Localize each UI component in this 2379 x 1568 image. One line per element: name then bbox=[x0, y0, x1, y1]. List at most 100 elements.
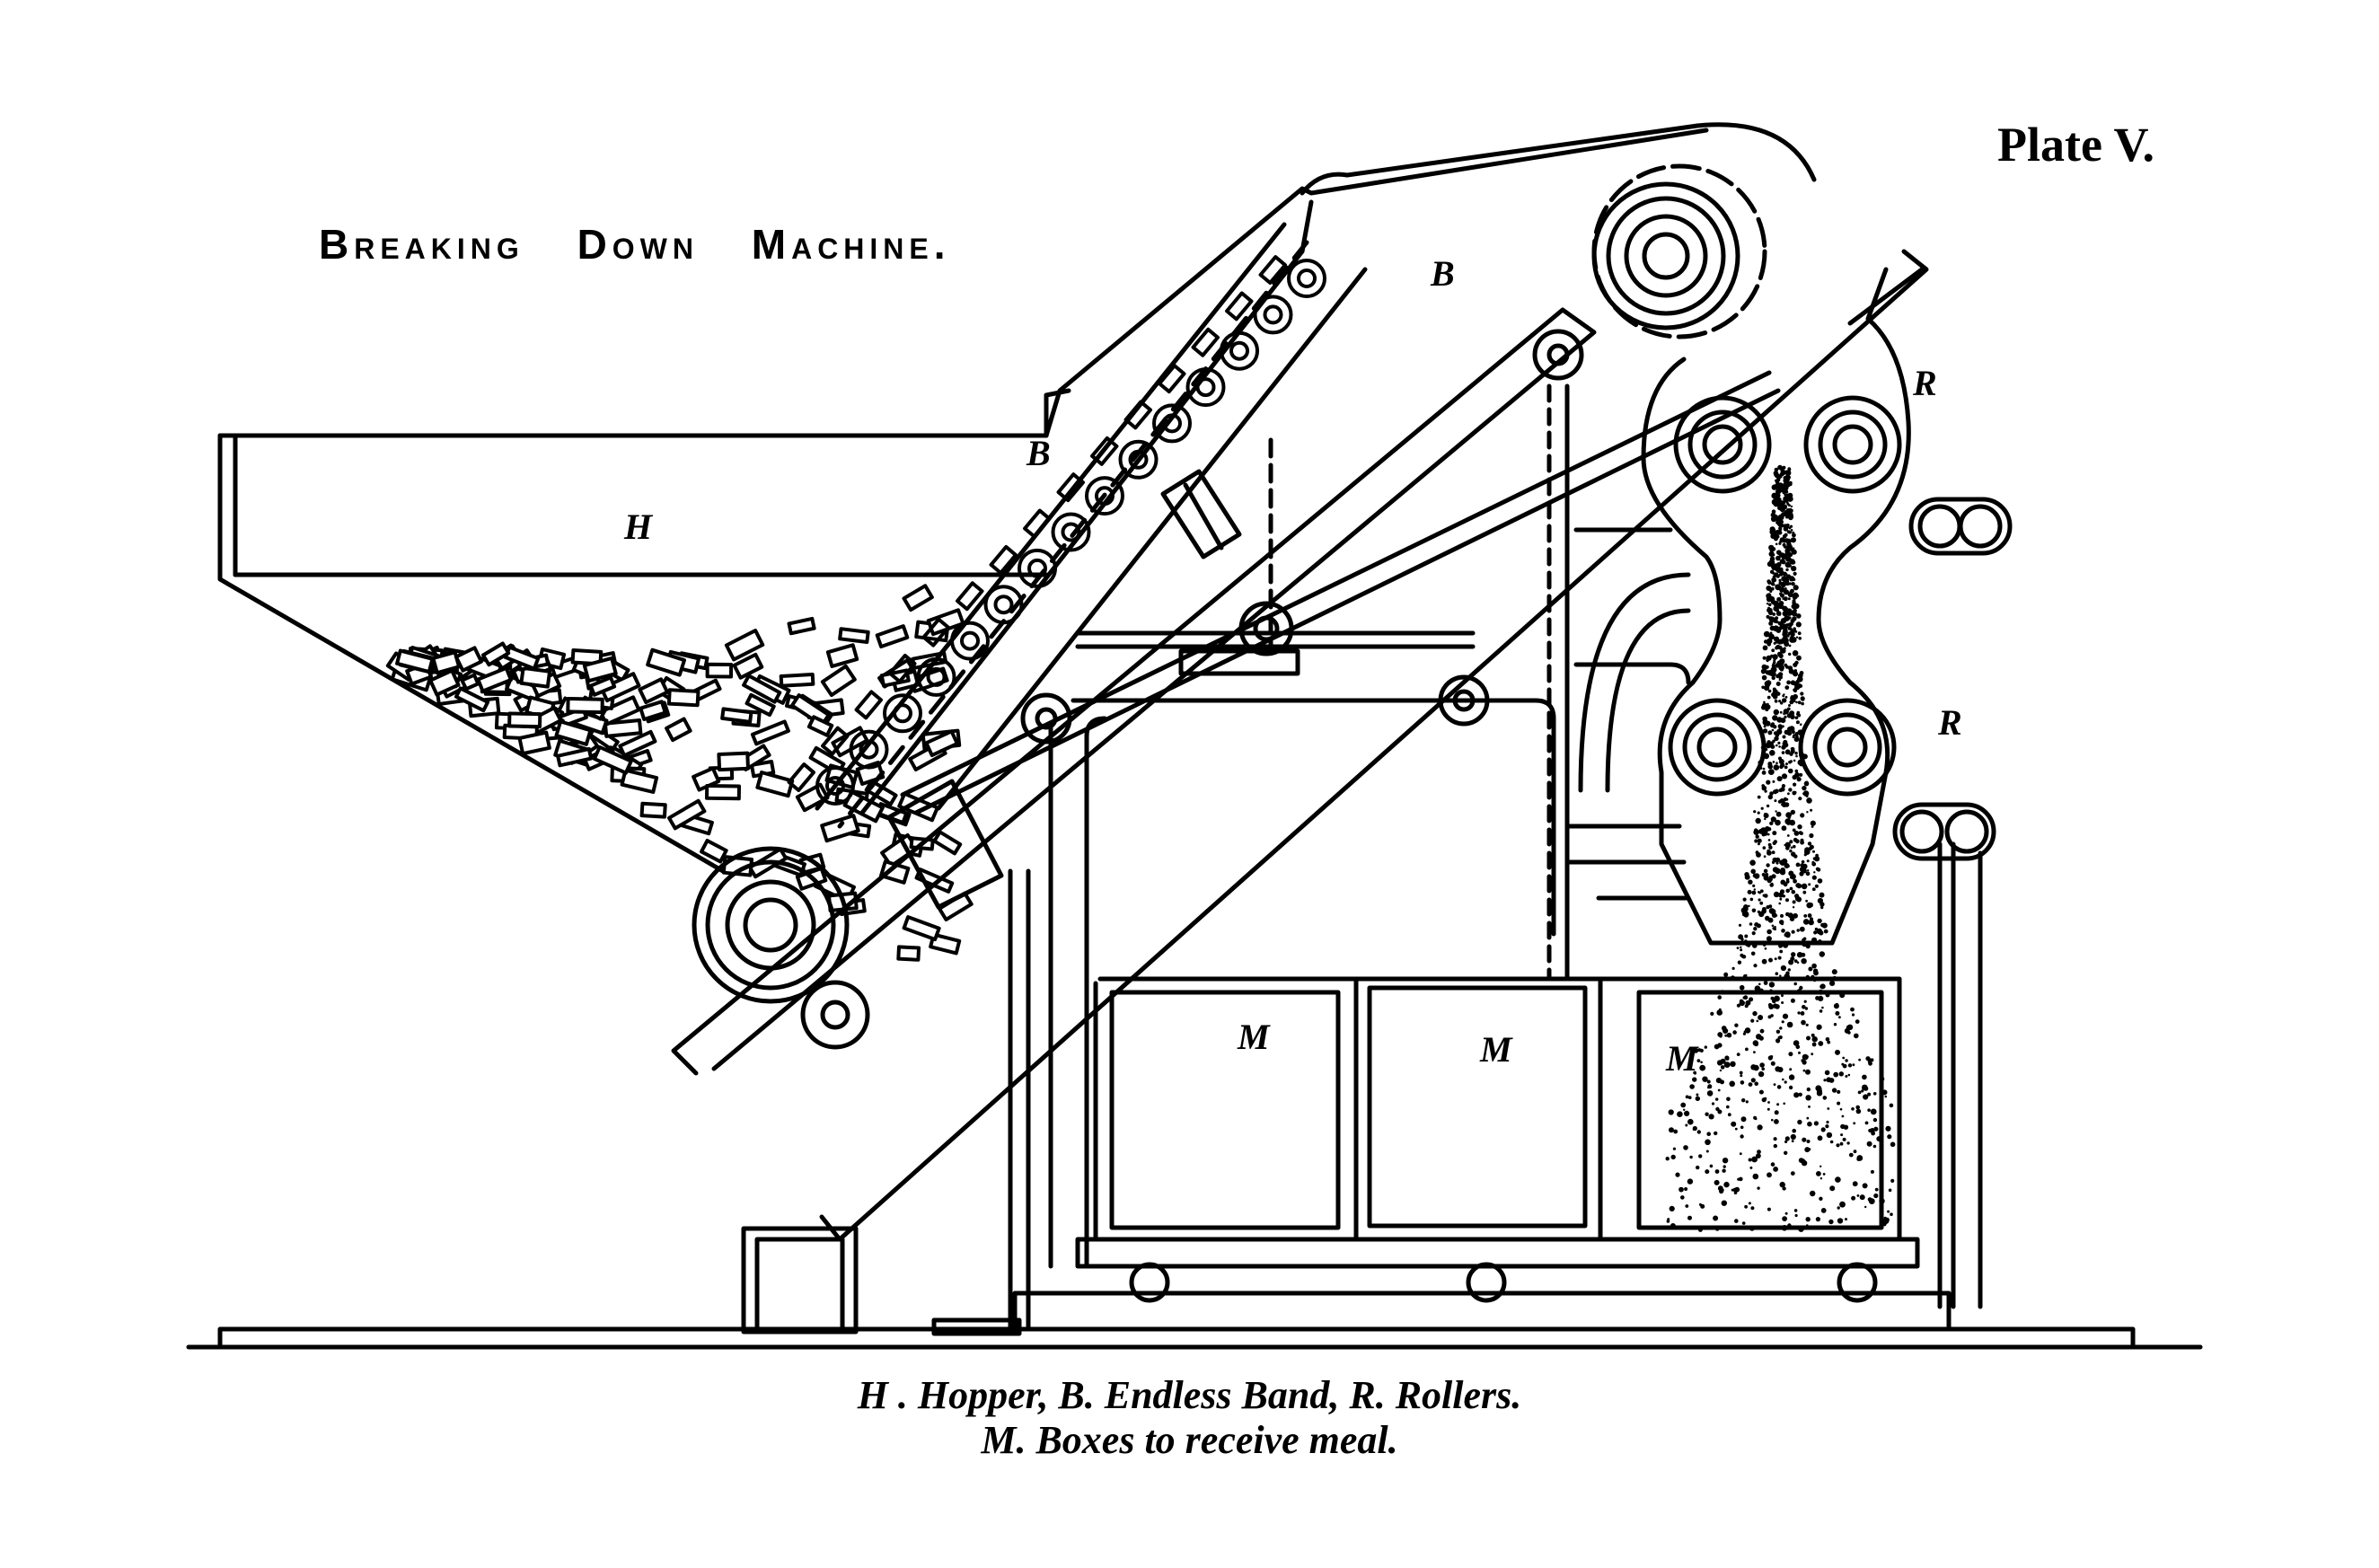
brick bbox=[507, 711, 542, 729]
meal-grain bbox=[1785, 762, 1788, 766]
meal-grain bbox=[1738, 923, 1742, 927]
meal-grain bbox=[1753, 1064, 1759, 1071]
meal-grain bbox=[1800, 1011, 1805, 1016]
meal-grain bbox=[1752, 943, 1758, 948]
meal-grain bbox=[1738, 934, 1743, 940]
meal-grain bbox=[1789, 849, 1793, 853]
brick bbox=[517, 730, 551, 756]
meal-grain bbox=[1767, 1101, 1770, 1104]
meal-grain bbox=[1829, 1185, 1836, 1192]
meal-grain bbox=[1774, 699, 1778, 703]
meal-grain bbox=[1670, 1154, 1676, 1160]
meal-grain bbox=[1788, 530, 1792, 534]
meal-grain bbox=[1811, 875, 1817, 880]
meal-grain bbox=[1787, 597, 1791, 601]
meal-grain bbox=[1811, 1033, 1815, 1037]
brick bbox=[755, 771, 795, 798]
meal-grain bbox=[1787, 557, 1791, 560]
meal-grain bbox=[1779, 920, 1784, 925]
meal-grain bbox=[1767, 689, 1772, 693]
meal-grain bbox=[1823, 929, 1828, 934]
meal-grain bbox=[1700, 1061, 1703, 1064]
brick bbox=[924, 729, 959, 758]
meal-grain bbox=[1758, 1015, 1764, 1020]
meal-grain bbox=[1803, 1000, 1807, 1003]
meal-grain bbox=[1813, 871, 1816, 874]
meal-grain bbox=[1773, 625, 1779, 632]
band-link-roller bbox=[883, 693, 922, 734]
meal-grain bbox=[1781, 576, 1787, 582]
meal-grain bbox=[1757, 838, 1762, 843]
meal-grain bbox=[1788, 616, 1792, 620]
label-rollers-upper: R bbox=[1912, 363, 1937, 403]
meal-grain bbox=[1777, 728, 1782, 733]
meal-grain bbox=[1736, 1003, 1740, 1008]
meal-grain bbox=[1784, 749, 1791, 755]
meal-grain bbox=[1775, 972, 1779, 975]
meal-grain bbox=[1786, 821, 1791, 825]
meal-grain bbox=[1806, 1140, 1811, 1143]
meal-grain bbox=[1748, 904, 1750, 907]
meal-grain bbox=[1773, 1143, 1778, 1149]
meal-grain bbox=[1739, 1070, 1743, 1075]
meal-grain bbox=[1802, 790, 1810, 797]
meal-grain bbox=[1722, 1158, 1729, 1164]
meal-grain bbox=[1805, 1023, 1809, 1026]
meal-grain bbox=[1751, 890, 1757, 895]
brick bbox=[820, 664, 857, 698]
meal-grain bbox=[1786, 634, 1790, 638]
meal-grain bbox=[1740, 1125, 1744, 1130]
meal-grain bbox=[1782, 524, 1786, 528]
brick bbox=[476, 665, 513, 693]
meal-grain bbox=[1785, 524, 1790, 529]
meal-grain bbox=[1740, 1116, 1747, 1123]
meal-grain bbox=[1708, 1114, 1714, 1120]
meal-grain bbox=[1780, 593, 1784, 598]
meal-grain bbox=[1789, 590, 1793, 595]
meal-grain bbox=[1758, 982, 1761, 986]
meal-grain bbox=[1778, 578, 1782, 582]
meal-grain bbox=[1752, 1010, 1758, 1017]
meal-grain bbox=[1798, 1092, 1802, 1097]
meal-grain bbox=[1804, 780, 1809, 785]
meal-grain bbox=[1729, 1080, 1735, 1088]
meal-grain bbox=[1685, 1204, 1689, 1208]
meal-grain bbox=[1822, 1096, 1828, 1100]
meal-grain bbox=[1823, 1079, 1827, 1082]
meal-grain bbox=[1793, 688, 1797, 692]
meal-grain bbox=[1831, 969, 1837, 975]
band-link-plate bbox=[956, 581, 984, 612]
meal-grain bbox=[1774, 1110, 1779, 1115]
meal-grain bbox=[1793, 603, 1798, 609]
meal-grain bbox=[1762, 645, 1768, 651]
meal-grain bbox=[1696, 1059, 1701, 1062]
meal-grain bbox=[1782, 1186, 1786, 1191]
meal-grain bbox=[1769, 791, 1774, 796]
meal-grain bbox=[1799, 926, 1805, 932]
brick bbox=[787, 616, 816, 636]
meal-grain bbox=[1872, 1144, 1877, 1149]
meal-grain bbox=[1808, 919, 1814, 926]
meal-grain bbox=[1856, 1194, 1860, 1197]
meal-grain bbox=[1748, 1158, 1752, 1162]
brick bbox=[779, 672, 815, 688]
meal-grain bbox=[1775, 744, 1778, 747]
meal-grain bbox=[1785, 932, 1791, 938]
meal-grain bbox=[1762, 716, 1767, 722]
band-link-plate bbox=[1123, 400, 1152, 430]
meal-grain bbox=[1680, 1102, 1687, 1108]
meal-grain bbox=[1771, 728, 1775, 732]
meal-grain bbox=[1770, 1162, 1775, 1167]
meal-grain bbox=[1784, 802, 1790, 807]
meal-grain bbox=[1810, 808, 1813, 812]
step-plate bbox=[931, 1317, 1022, 1336]
meal-grain bbox=[1683, 1108, 1686, 1112]
meal-grain bbox=[1766, 780, 1771, 785]
meal-grain bbox=[1723, 1027, 1729, 1034]
meal-grain bbox=[1784, 715, 1787, 719]
meal-grain bbox=[1773, 891, 1780, 898]
meal-grain bbox=[1808, 1106, 1811, 1108]
meal-grain bbox=[1811, 1053, 1814, 1056]
band-link-roller bbox=[1229, 340, 1249, 361]
meal-grain bbox=[1776, 534, 1780, 539]
